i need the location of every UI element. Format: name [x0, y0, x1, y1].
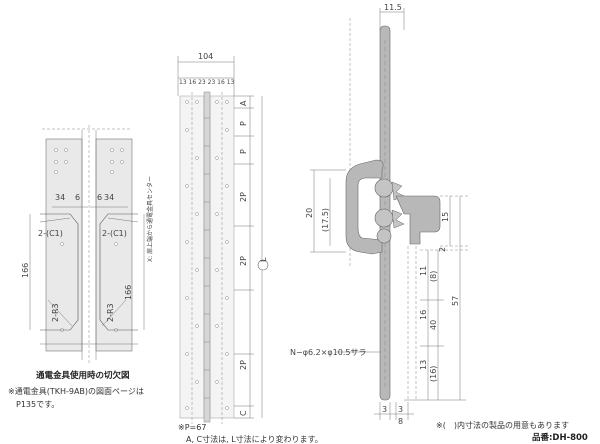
dim-width-104: 104 — [198, 52, 213, 61]
section-knuckle-housing — [345, 159, 384, 255]
pitch-label-2p-1: 2P — [239, 192, 248, 202]
dim-15: 15 — [441, 212, 450, 222]
pitch-label-a: A — [239, 100, 248, 106]
dim-20: 20 — [305, 208, 314, 218]
front-hole-pattern — [185, 100, 229, 410]
label-r3-left: 2-R3 — [51, 303, 60, 322]
pitch-label-c: C — [239, 410, 248, 416]
section-horizontal-leaf — [395, 195, 441, 245]
dim-166-right: 166 — [124, 285, 133, 300]
left-caption-title: 通電金具使用時の切欠図 — [36, 370, 130, 381]
dim-8-bottom: 8 — [398, 417, 403, 426]
dim-13: 13 — [419, 360, 428, 370]
left-door-plate — [45, 138, 83, 352]
dim-2: 2 — [438, 247, 447, 252]
pitch-label-2p-2: 2P — [239, 256, 248, 266]
dim-8-paren: (8) — [429, 271, 438, 282]
dim-16-paren: (16) — [429, 366, 438, 382]
total-length-label-l: L — [259, 257, 268, 262]
section-gear-knuckles — [374, 178, 405, 244]
pitch-label-p2: P — [239, 149, 248, 154]
dim-6-right: 6 — [97, 193, 102, 202]
dim-3-left: 3 — [382, 405, 387, 414]
front-knuckle — [203, 91, 211, 423]
label-c1-right: 2-(C1) — [102, 229, 127, 238]
hinge-section-view: 11.5 20 (17.5) — [290, 3, 470, 426]
dim-top-11-5: 11.5 — [384, 3, 402, 12]
label-c1-left: 2-(C1) — [38, 229, 63, 238]
dim-40: 40 — [429, 320, 438, 330]
knuckle-ticks — [204, 117, 210, 399]
left-note-line1: ※通電金具(TKH-9AB)の図面ページは — [8, 386, 144, 396]
label-r3-right: 2-R3 — [106, 303, 115, 322]
dim-16: 16 — [419, 310, 428, 320]
footer-note: ※( )内寸法の製品の用意もあります — [436, 420, 569, 430]
dim-57: 57 — [451, 296, 460, 306]
part-number: 品番:DH-800 — [532, 432, 588, 443]
dim-sub-widths: 13 16 23 23 16 13 — [179, 79, 235, 86]
dim-6-left: 6 — [75, 193, 80, 202]
left-cutout-window — [40, 213, 79, 331]
dim-3-right: 3 — [398, 405, 403, 414]
hinge-front-view: 104 13 16 23 23 16 13 — [177, 52, 323, 444]
pitch-label-p1: P — [239, 121, 248, 126]
left-plate-holes — [54, 148, 68, 332]
total-length-marker — [257, 259, 269, 271]
middle-note-ac: A, C寸法は, L寸法により変わります。 — [186, 434, 323, 444]
dim-34-left: 34 — [55, 193, 65, 202]
dim-166-left: 166 — [21, 263, 30, 278]
right-door-plate — [95, 138, 133, 352]
left-cutout-drawing: 34 6 6 34 2-(C1) 2-(C1) 166 166 2-R3 2-R… — [8, 125, 154, 409]
right-cutout-window — [99, 213, 138, 331]
right-plate-holes — [110, 148, 124, 332]
dim-17-5: (17.5) — [321, 208, 330, 232]
dim-34-right: 34 — [104, 193, 114, 202]
pitch-label-2p-3: 2P — [239, 360, 248, 370]
left-note-line2: P135です。 — [16, 400, 59, 409]
hole-note: N−φ6.2×φ10.5サラ — [290, 348, 366, 357]
label-center-note: X: 扉上端から通電金具センター — [146, 176, 154, 262]
dim-11: 11 — [419, 266, 428, 276]
middle-note-pitch: ※P=67 — [178, 423, 206, 432]
